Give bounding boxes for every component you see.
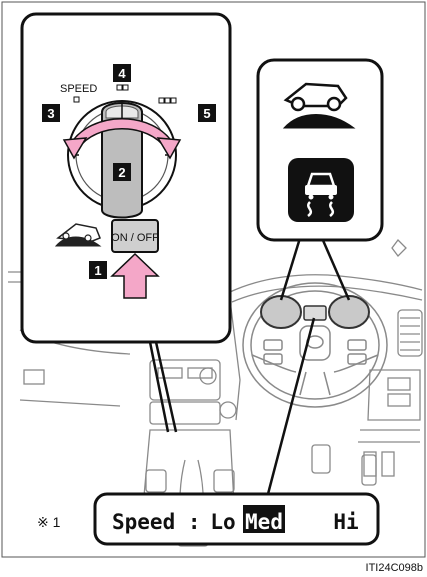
instrument-cluster <box>261 296 369 328</box>
slip-indicator-icon <box>288 158 354 222</box>
position-badge-2: 2 <box>113 163 131 181</box>
position-badge-5: 5 <box>198 104 216 122</box>
footnote-marker: ※ 1 <box>37 514 61 530</box>
svg-text:5: 5 <box>203 106 210 121</box>
position-badge-4: 4 <box>113 64 131 82</box>
svg-text:1: 1 <box>94 263 101 278</box>
position-badge-1: 1 <box>89 261 107 279</box>
svg-text:4: 4 <box>118 66 126 81</box>
position-badge-3: 3 <box>42 104 60 122</box>
display-prefix: Speed : <box>112 510 201 534</box>
svg-text:3: 3 <box>47 106 54 121</box>
on-off-button-label: ON / OFF <box>111 232 159 244</box>
display-option-hi: Hi <box>333 510 358 534</box>
display-option-lo: Lo <box>210 510 235 534</box>
speed-label: SPEED <box>60 83 97 95</box>
svg-text:2: 2 <box>118 165 125 180</box>
figure-code: ITI24C098b <box>366 562 423 574</box>
display-option-med-selected: Med <box>245 510 283 534</box>
on-off-button: ON / OFF <box>111 220 159 252</box>
multi-info-display-callout: Speed : Lo Med Hi <box>95 494 378 544</box>
